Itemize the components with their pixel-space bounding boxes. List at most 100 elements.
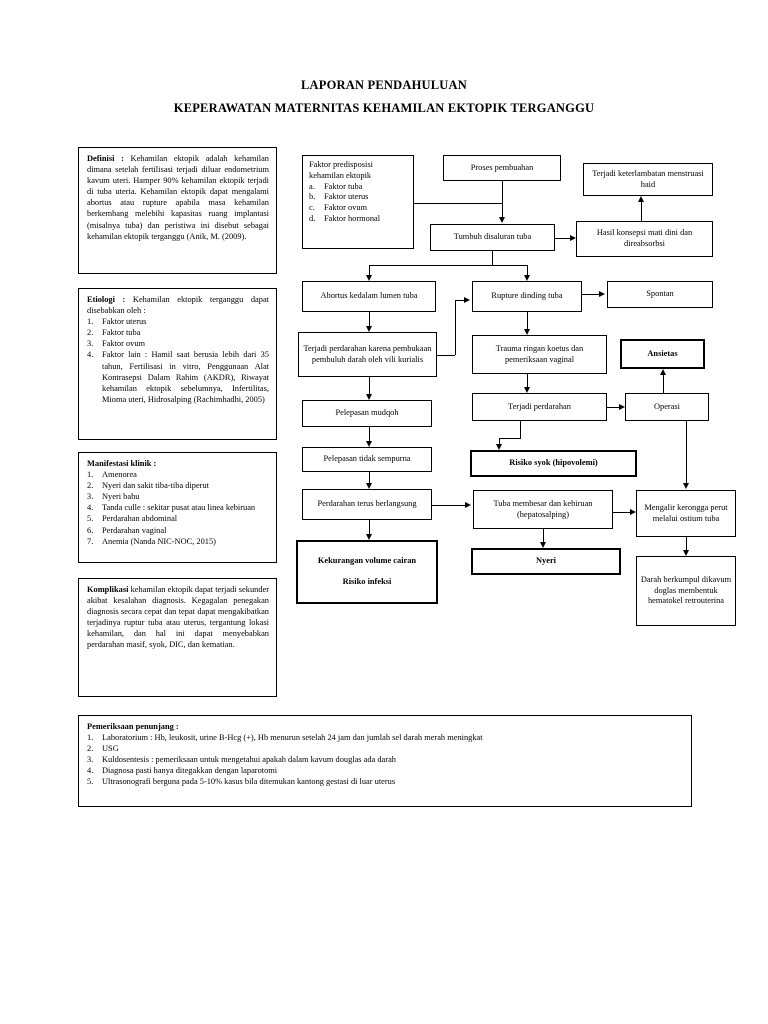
- arrowhead-right: [570, 234, 576, 241]
- flow-node-label: Rupture dinding tuba: [491, 291, 563, 301]
- connector-line: [499, 438, 521, 439]
- list-item: 1.Faktor uterus: [87, 316, 269, 327]
- list-item: 3.Nyeri bahu: [87, 491, 269, 502]
- connector-line: [686, 421, 687, 483]
- flow-node-faktor-predisposisi: Faktor predisposisi kehamilan ektopik a.…: [302, 155, 414, 249]
- flow-node-nyeri: Nyeri: [471, 548, 621, 575]
- flow-node-label: Spontan: [646, 289, 674, 299]
- list-marker: 5.: [87, 514, 94, 524]
- list-item: 5.Ultrasonografi berguna pada 5-10% kasu…: [87, 776, 684, 787]
- manifestasi-heading: Manifestasi klinik :: [87, 459, 157, 468]
- arrowhead-down: [523, 329, 530, 335]
- list-text: Amenorea: [102, 470, 137, 480]
- definisi-body: Kehamilan ektopik adalah kehamilan diman…: [87, 154, 269, 241]
- etiologi-heading: Etiologi :: [87, 295, 126, 304]
- list-text: Tanda culle : sekitar pusat atau linea k…: [102, 503, 256, 513]
- list-marker: a.: [309, 181, 315, 191]
- connector-line: [455, 300, 464, 301]
- list-item: 2.USG: [87, 743, 684, 754]
- connector-line: [663, 375, 664, 393]
- flow-node-risiko-syok-hipovolemi: Risiko syok (hipovolemi): [470, 450, 637, 477]
- list-marker: 4.: [87, 766, 94, 776]
- list-marker: 3.: [87, 339, 94, 349]
- info-box-etiologi: Etiologi : Kehamilan ektopik terganggu d…: [78, 288, 277, 440]
- faktor-predisposisi-line2: kehamilan ektopik: [309, 170, 372, 180]
- flow-node-abortus-kedalam-lumen-tuba: Abortus kedalam lumen tuba: [302, 281, 436, 312]
- arrowhead-down: [682, 550, 689, 556]
- flow-node-label: Terjadi perdarahan karena pembukaan pemb…: [303, 343, 432, 364]
- list-item: 6.Perdarahan vaginal: [87, 525, 269, 536]
- flow-node-terjadi-perdarahan: Terjadi perdarahan: [472, 393, 607, 421]
- list-text: Faktor ovum: [324, 203, 368, 212]
- flow-node-tumbuh-disaluran-tuba: Tumbuh disaluran tuba: [430, 224, 555, 251]
- list-text: Ultrasonografi berguna pada 5-10% kasus …: [102, 777, 396, 787]
- connector-line: [455, 300, 456, 355]
- connector-line: [527, 312, 528, 329]
- connector-line: [369, 427, 370, 441]
- list-item: 1.Amenorea: [87, 469, 269, 480]
- flow-node-mengalir-kerongga-perut: Mengalir kerongga perut melalui ostium t…: [636, 490, 736, 537]
- arrowhead-down: [365, 326, 372, 332]
- list-item: 2.Faktor tuba: [87, 327, 269, 338]
- flow-node-operasi: Operasi: [625, 393, 709, 421]
- arrowhead-up: [659, 369, 666, 375]
- list-text: Faktor ovum: [102, 339, 146, 349]
- arrowhead-up: [637, 196, 644, 202]
- arrowhead-right: [619, 403, 625, 410]
- connector-line: [369, 312, 370, 326]
- flow-node-label: Tuba membesar dan kebiruan (hepatosalpin…: [493, 498, 593, 519]
- flow-node-darah-berkumpul-kavum-doglas: Darah berkumpul dikavum doglas membentuk…: [636, 556, 736, 626]
- flow-node-label: Hasil konsepsi mati dini dan direabsorbs…: [596, 228, 693, 248]
- page-title-primary: LAPORAN PENDAHULUAN: [301, 78, 467, 92]
- flow-node-label: Trauma ringan koetus dan pemeriksaan vag…: [495, 343, 584, 364]
- list-text: Faktor tuba: [324, 181, 363, 191]
- list-item: 3. Faktor ovum: [87, 338, 269, 349]
- list-item: 3.Kuldosentesis : pemeriksaan untuk meng…: [87, 754, 684, 765]
- list-marker: d.: [309, 213, 316, 223]
- list-item: 4.Faktor lain : Hamil saat berusia lebih…: [87, 349, 269, 404]
- connector-line: [369, 472, 370, 483]
- flow-node-label: Abortus kedalam lumen tuba: [320, 291, 418, 301]
- flow-node-pelepasan-tidak-sempurna: Pelepasan tidak sempurna: [302, 447, 432, 472]
- etiologi-intro: Kehamilan ektopik terganggu dapat diseba…: [87, 295, 269, 316]
- list-marker: 2.: [87, 328, 94, 338]
- arrowhead-down: [365, 441, 372, 447]
- flow-node-pelepasan-mudqoh: Pelepasan mudqoh: [302, 400, 432, 427]
- arrowhead-right: [630, 508, 636, 515]
- connector-line: [499, 438, 500, 444]
- list-marker: 1.: [87, 317, 94, 327]
- flow-node-tuba-membesar-kebiruan: Tuba membesar dan kebiruan (hepatosalpin…: [473, 490, 613, 529]
- arrowhead-down: [365, 275, 372, 281]
- connector-line: [527, 374, 528, 387]
- list-text: Faktor uterus: [324, 192, 369, 202]
- pemeriksaan-list: 1.Laboratorium : Hb, leukosit, urine B-H…: [87, 732, 684, 787]
- arrowhead-down: [495, 444, 502, 450]
- connector-line: [432, 505, 465, 506]
- list-item: 1.Laboratorium : Hb, leukosit, urine B-H…: [87, 732, 684, 743]
- list-marker: 7.: [87, 536, 94, 546]
- flow-node-terjadi-keterlambatan-menstruasi: Terjadi keterlambatan menstruasi haid: [583, 163, 713, 196]
- list-item: 5. Perdarahan abdominal: [87, 513, 269, 524]
- page-title-secondary: KEPERAWATAN MATERNITAS KEHAMILAN EKTOPIK…: [173, 101, 595, 115]
- connector-line: [492, 251, 493, 265]
- manifestasi-list: 1.Amenorea 2.Nyeri dan sakit tiba-tiba d…: [87, 469, 269, 547]
- arrowhead-down: [365, 394, 372, 400]
- connector-line: [613, 512, 630, 513]
- risiko-infeksi-label: Risiko infeksi: [342, 577, 392, 586]
- list-marker: 4.: [87, 503, 94, 513]
- flow-node-kekurangan-volume-cairan: Kekurangan volume cairan Risiko infeksi: [296, 540, 438, 604]
- connector-line: [437, 355, 455, 356]
- list-text: Perdarahan abdominal: [102, 514, 178, 524]
- list-text: Nyeri dan sakit tiba-tiba diperut: [102, 481, 209, 491]
- arrowhead-right: [599, 290, 605, 297]
- arrowhead-down: [365, 534, 372, 540]
- list-item: d.Faktor hormonal: [309, 214, 409, 225]
- flow-node-ansietas: Ansietas: [620, 339, 705, 369]
- list-marker: b.: [309, 192, 316, 202]
- arrowhead-down: [523, 387, 530, 393]
- flow-node-label: Tumbuh disaluran tuba: [453, 232, 532, 242]
- flow-node-label: Nyeri: [536, 556, 556, 566]
- connector-line: [543, 529, 544, 542]
- connector-line: [414, 203, 502, 204]
